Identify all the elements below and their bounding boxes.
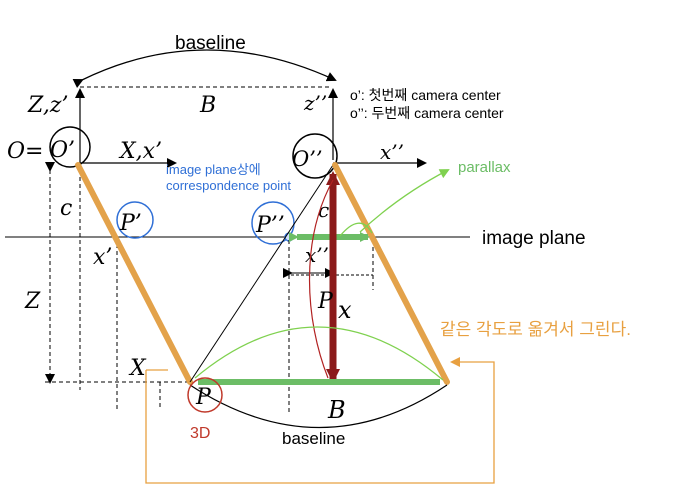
x-double-mid-label: x’’ <box>305 243 329 267</box>
thin-ray-black <box>189 164 334 383</box>
x-double-axis-label: x’’ <box>380 140 404 164</box>
red-curve <box>308 179 334 379</box>
c-right-label: c <box>318 198 329 222</box>
legend-o1: o’: 첫번째 camera center <box>350 87 501 103</box>
left-ray-orange <box>75 162 193 385</box>
x-axis-prime-label: X,x’ <box>118 139 162 164</box>
image-plane-label: image plane <box>482 228 586 249</box>
p-3d-circle <box>187 377 223 413</box>
z-prime-left-label: Z,z’ <box>27 93 68 118</box>
p-3d-label: P <box>195 385 212 410</box>
legend-o2: o’’: 두번째 camera center <box>350 105 504 121</box>
z-double-label: z’’ <box>303 91 327 115</box>
b-bottom-label: B <box>327 396 346 424</box>
parallax-arc <box>339 222 373 237</box>
right-ray-orange <box>332 162 450 385</box>
correspondence-line1: image plane상에 <box>166 162 261 177</box>
c-left-label: c <box>60 196 72 221</box>
bottom-green-arc <box>194 326 444 381</box>
p-mid-label: P <box>317 289 334 314</box>
o-double-circle <box>292 133 338 179</box>
parallax-pointer <box>359 169 450 233</box>
x-prime-left-label: x’ <box>93 245 112 270</box>
same-angle-note: 같은 각도로 옮겨서 그린다. <box>440 320 631 339</box>
o-prime-label: O’ <box>50 138 75 163</box>
o-double-label: O’’ <box>292 147 323 171</box>
label-3d: 3D <box>190 425 210 442</box>
p-prime-label: P’ <box>119 211 142 236</box>
correspondence-line2: correspondence point <box>166 178 291 193</box>
parallax-label: parallax <box>458 159 511 176</box>
orange-loop-arrow <box>145 357 495 484</box>
big-z-label: Z <box>24 289 41 314</box>
p-double-circle <box>251 201 295 245</box>
o-eq-label: O= <box>7 139 43 164</box>
p-double-label: P’’ <box>255 213 285 238</box>
baseline-bottom-arc <box>189 384 448 429</box>
p-prime-circle <box>116 201 154 239</box>
x-mid-label: x <box>338 296 352 324</box>
baseline-bottom-label: baseline <box>282 429 345 448</box>
correspondence-point-dot <box>284 232 294 242</box>
baseline-top-arc <box>72 49 337 88</box>
o-prime-circle <box>49 126 91 168</box>
b-top-label: B <box>199 93 216 118</box>
big-x-left-label: X <box>128 356 147 381</box>
baseline-top-label: baseline <box>175 33 246 54</box>
